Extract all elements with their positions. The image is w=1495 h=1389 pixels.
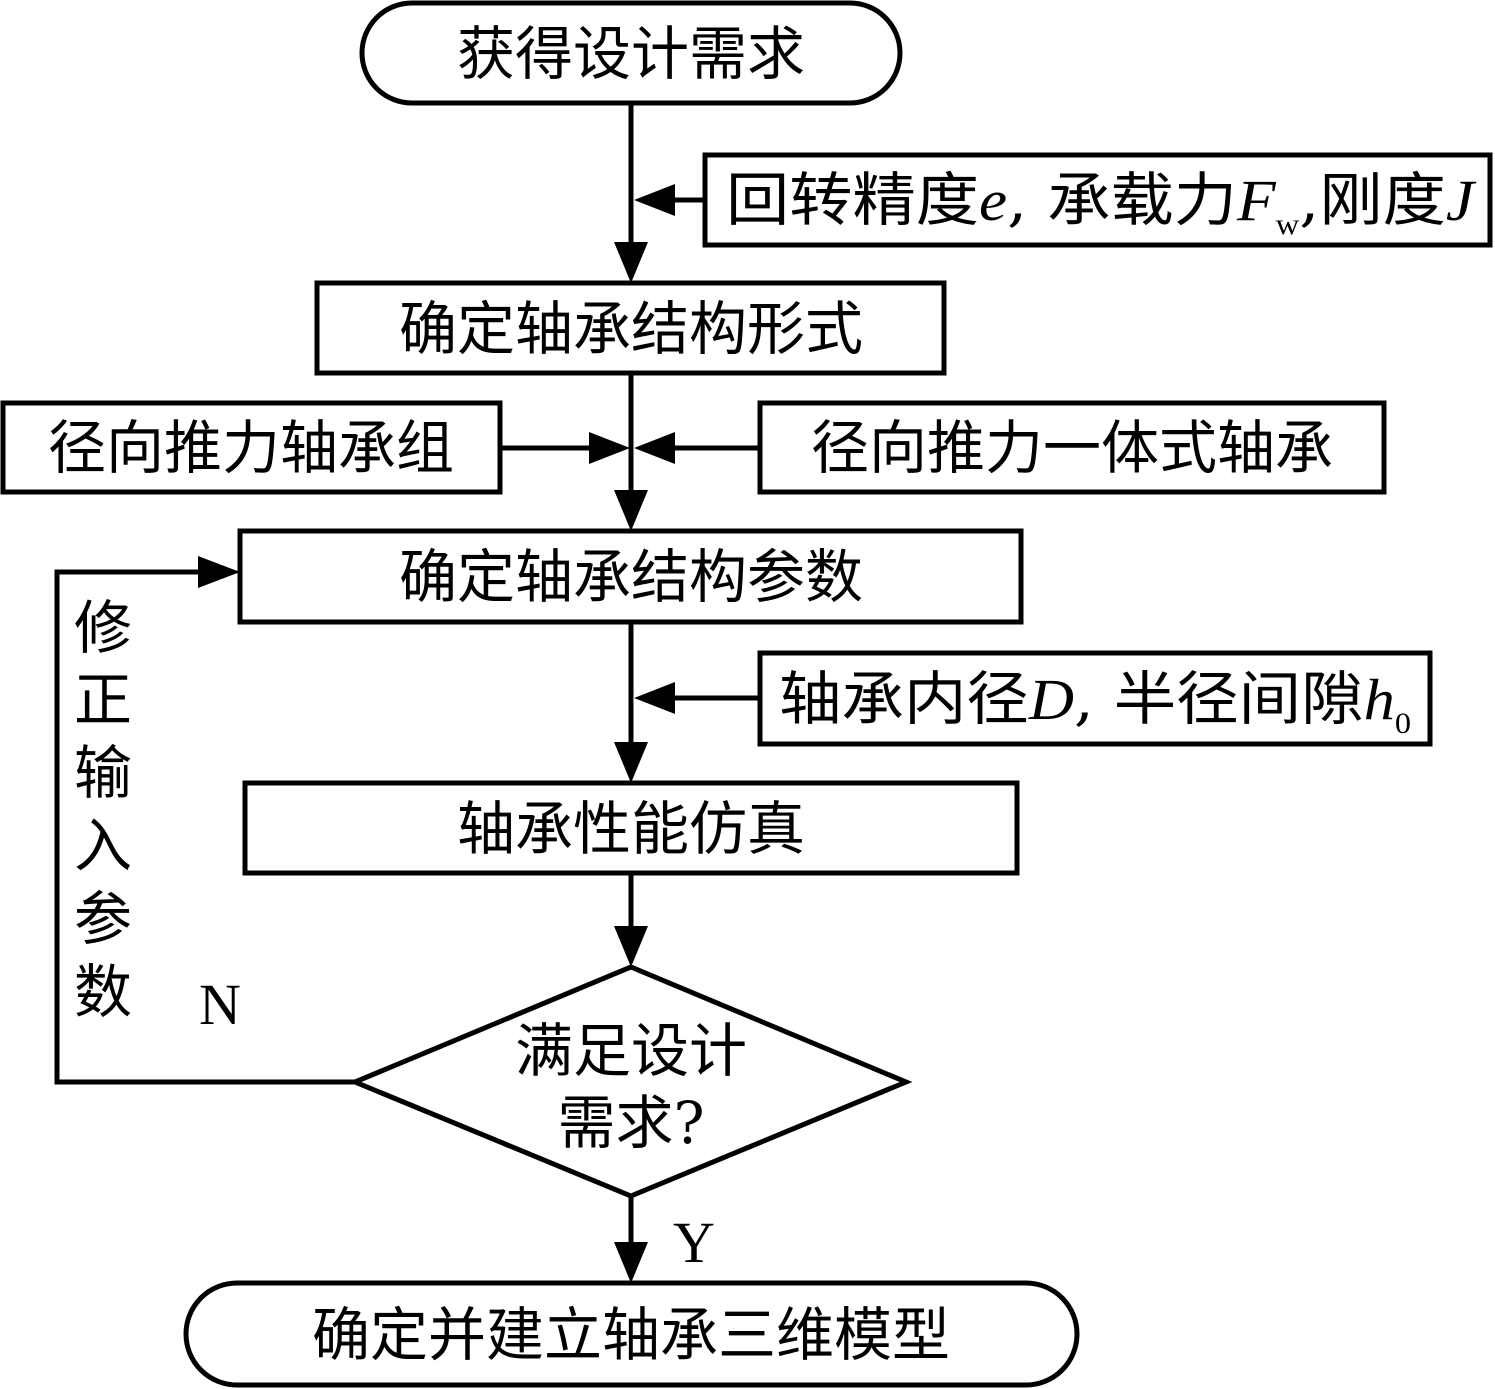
structure-form-node: 确定轴承结构形式: [314, 280, 947, 376]
branch-label-no: N: [199, 972, 241, 1037]
feedback-char-2: 正: [74, 666, 132, 734]
feedback-char-1: 修: [74, 594, 132, 662]
end-terminal-shape: [183, 1280, 1080, 1388]
thrust-group-input: 径向推力轴承组: [0, 400, 503, 495]
requirements-sub-w: w: [1276, 208, 1300, 241]
requirements-text-stiffness: ,刚度: [1299, 166, 1446, 234]
end-label: 确定并建立轴承三维模型: [312, 1301, 950, 1369]
requirements-var-j: J: [1446, 168, 1478, 233]
requirements-var-e: e: [979, 168, 1007, 233]
params-text-diameter: 轴承内径: [779, 665, 1029, 733]
arrowhead-down-sim: [614, 742, 648, 783]
arrowhead-down-decision: [614, 926, 648, 967]
integral-bearing-label: 径向推力一体式轴承: [811, 414, 1333, 482]
params-text-clearance: , 半径间隙: [1074, 665, 1364, 733]
integral-bearing-input: 径向推力一体式轴承: [757, 400, 1387, 495]
decision-diamond: [348, 964, 913, 1199]
feedback-char-5: 参: [74, 885, 132, 953]
arrowhead-right-feedback: [198, 556, 240, 588]
decision-label-line2: 需求?: [557, 1089, 704, 1157]
requirements-text-load: , 承载力: [1007, 166, 1237, 234]
feedback-char-6: 数: [74, 958, 132, 1026]
structure-form-label: 确定轴承结构形式: [399, 295, 863, 363]
end-node: 确定并建立轴承三维模型: [183, 1280, 1080, 1388]
branch-label-yes: Y: [673, 1210, 715, 1275]
structure-params-label: 确定轴承结构参数: [399, 543, 863, 611]
thrust-group-label: 径向推力轴承组: [48, 414, 454, 482]
requirements-box: [702, 152, 1493, 248]
arrowhead-down-end: [614, 1242, 648, 1283]
params-var-d: D: [1028, 667, 1074, 732]
thrust-group-box: [0, 400, 503, 495]
arrowheads: [198, 184, 675, 1283]
arrowhead-down-params: [614, 490, 648, 531]
requirements-var-f: F: [1236, 168, 1276, 233]
params-var-h: h: [1364, 667, 1395, 732]
arrowhead-right-thrust-group: [589, 432, 630, 464]
arrowhead-down-form: [614, 242, 648, 283]
feedback-label: 修 正 输 入 参 数: [74, 594, 132, 1026]
simulation-box: [242, 780, 1020, 876]
start-label: 获得设计需求: [457, 20, 805, 88]
params-box: [757, 650, 1433, 747]
structure-params-box: [237, 528, 1024, 625]
decision-node: 满足设计 需求?: [348, 964, 913, 1199]
feedback-loop-line: [54, 569, 355, 1085]
arrowhead-left-params: [634, 682, 675, 714]
decision-label-line1: 满足设计: [515, 1017, 747, 1085]
requirements-text-precision: 回转精度: [726, 166, 979, 234]
simulation-node: 轴承性能仿真: [242, 780, 1020, 876]
simulation-label: 轴承性能仿真: [457, 795, 805, 863]
arrowhead-left-requirements: [634, 184, 675, 216]
integral-bearing-box: [757, 400, 1387, 495]
arrowhead-left-integral-bearing: [634, 432, 675, 464]
feedback-char-3: 输: [74, 739, 132, 807]
structure-form-box: [314, 280, 947, 376]
feedback-char-4: 入: [74, 812, 132, 880]
params-sub-0: 0: [1395, 707, 1411, 740]
start-terminal-shape: [359, 0, 903, 106]
structure-params-node: 确定轴承结构参数: [237, 528, 1024, 625]
connectors: [54, 103, 760, 1247]
start-node: 获得设计需求: [359, 0, 903, 106]
